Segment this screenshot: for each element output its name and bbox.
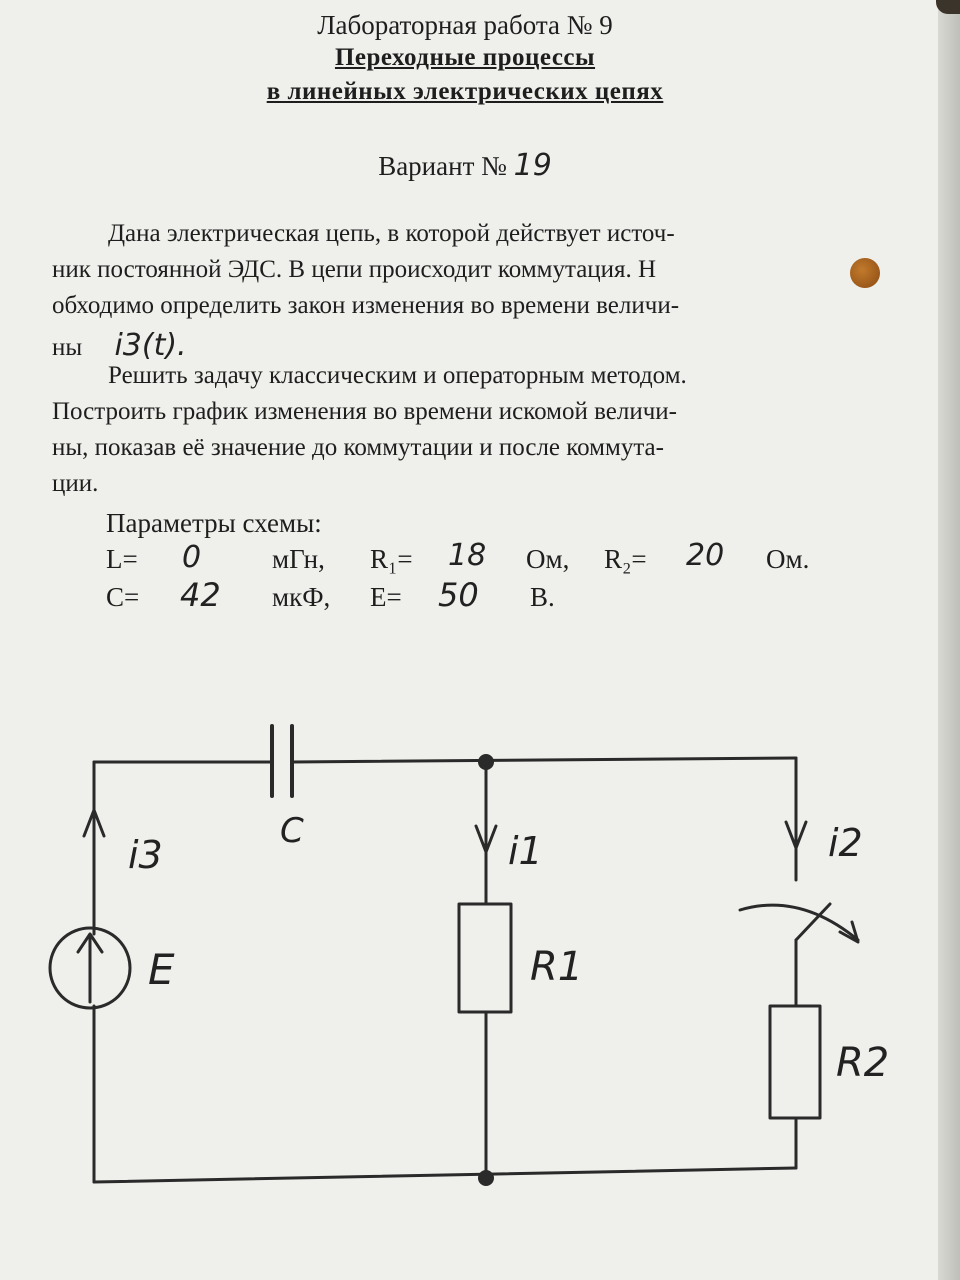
switch-arc [738, 903, 860, 942]
variant-number: 19 [513, 148, 552, 183]
method-line-2: Построить график изменения во времени ис… [52, 398, 677, 425]
param-R2-value: 20 [686, 538, 725, 573]
wire-bottom [92, 1166, 798, 1184]
param-R2-label: R₂= [604, 544, 647, 574]
label-i2: i2 [828, 821, 863, 865]
param-C-value: 42 [180, 576, 221, 614]
punch-hole [850, 258, 880, 288]
param-R2-unit: Ом. [766, 544, 810, 574]
wire-top-right [290, 756, 798, 764]
emf-source-circle [48, 926, 132, 1010]
param-L-label: L= [106, 544, 138, 574]
switch-arrowhead [838, 920, 860, 944]
i2-arrow [784, 820, 808, 850]
label-r1: R1 [530, 944, 583, 990]
page-edge-shadow [938, 0, 960, 1280]
topic-line-2: в линейных электрических цепях [266, 78, 664, 105]
lab-title: Лабораторная работа № 9 [317, 10, 613, 40]
task-line-3: обходимо определить закон изменения во в… [52, 292, 680, 319]
task-line-1: Дана электрическая цепь, в которой дейст… [108, 220, 675, 247]
i3-arrow [82, 808, 106, 838]
topic-line-1: Переходные процессы [334, 44, 596, 71]
resistor-r1 [457, 902, 513, 1014]
method-line-3: ны, показав её значение до коммутации и … [52, 434, 664, 461]
label-i3: i3 [128, 833, 163, 877]
i1-arrow [474, 824, 498, 854]
node-top-junction [478, 754, 494, 770]
label-i1: i1 [508, 829, 543, 873]
variant-label: Вариант № [378, 151, 507, 181]
label-c: C [280, 811, 304, 851]
label-r2: R2 [836, 1040, 889, 1086]
param-L-value: 0 [182, 540, 202, 575]
param-R1-label: R₁= [370, 544, 413, 574]
param-L-unit: мГн, [272, 544, 325, 574]
node-bottom-junction [478, 1170, 494, 1186]
variant-line: Вариант № 19 [0, 148, 930, 183]
param-E-unit: В. [530, 582, 555, 612]
param-R1-unit: Ом, [526, 544, 570, 574]
label-e: E [148, 945, 175, 994]
param-C-unit: мкФ, [272, 582, 331, 612]
task-line-4-text: ны [52, 334, 83, 361]
corner-mark [936, 0, 960, 14]
resistor-r2 [768, 1004, 822, 1120]
method-line-1: Решить задачу классическим и операторным… [108, 362, 687, 389]
param-C-label: C= [106, 582, 140, 612]
switch-blade [794, 902, 832, 942]
method-line-4: ции. [52, 470, 99, 497]
param-R1-value: 18 [448, 538, 487, 573]
param-E-label: E= [370, 582, 402, 612]
emf-source-arrowhead [76, 932, 104, 954]
params-heading: Параметры схемы: [106, 508, 322, 538]
task-line-4: ны i3(t). [52, 328, 187, 363]
target-quantity: i3(t). [114, 328, 187, 363]
param-E-value: 50 [438, 576, 479, 614]
task-line-2: ник постоянной ЭДС. В цепи происходит ко… [52, 256, 657, 283]
